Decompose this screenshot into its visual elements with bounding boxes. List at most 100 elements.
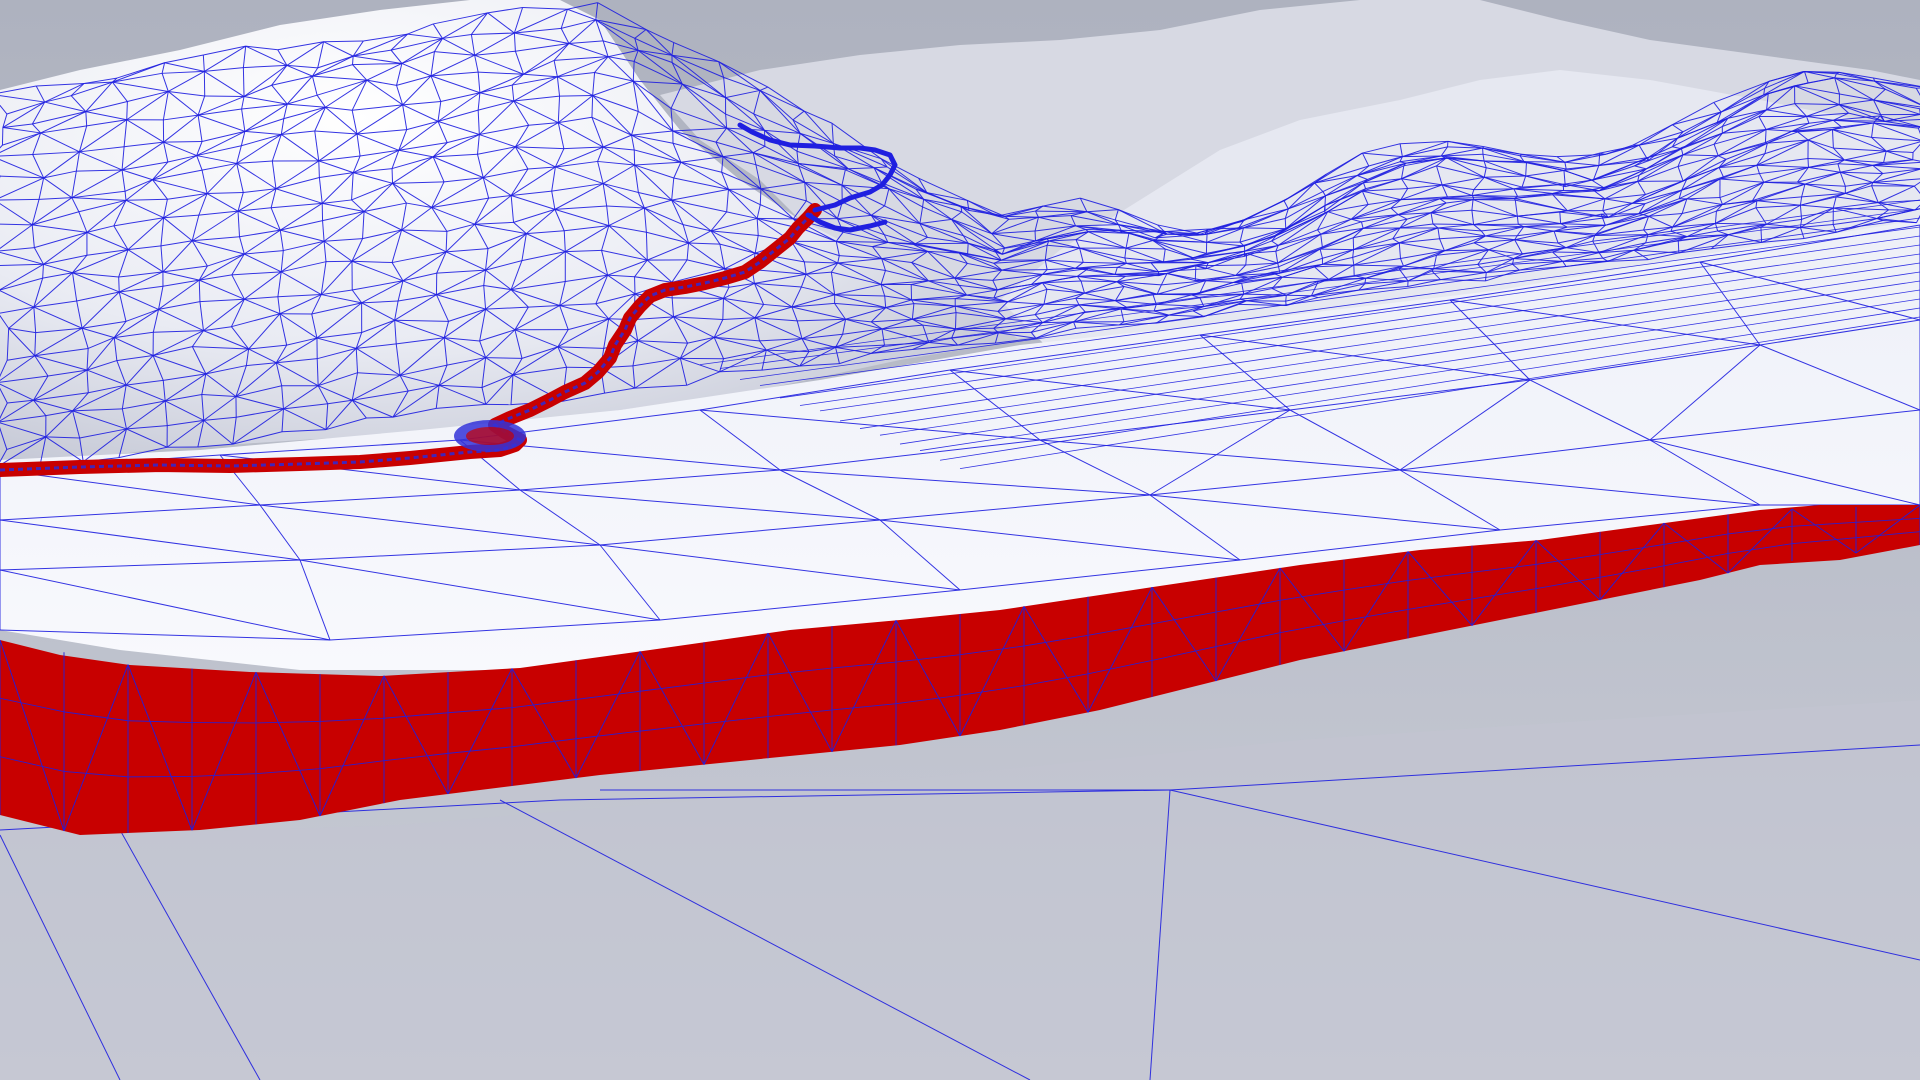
wireframe-edge	[397, 280, 404, 302]
wireframe-edge	[557, 76, 593, 96]
wireframe-edge	[116, 355, 154, 362]
wireframe-edge	[355, 332, 363, 349]
wireframe-edge	[575, 730, 641, 740]
wireframe-edge	[575, 690, 641, 700]
wireframe-edge	[927, 251, 956, 279]
wireframe-edge	[1126, 262, 1159, 273]
wireframe-edge	[1446, 157, 1487, 169]
wireframe-edge	[1115, 300, 1128, 309]
wireframe-edge	[767, 709, 833, 717]
wireframe-edge	[165, 394, 202, 402]
wireframe-edge	[719, 208, 1920, 369]
wireframe-edge	[232, 408, 284, 445]
wireframe-edge	[722, 298, 724, 320]
wireframe-edge	[994, 240, 1049, 251]
wireframe-edge	[631, 134, 682, 163]
wireframe-edge	[197, 115, 203, 142]
wireframe-edge	[152, 355, 207, 375]
wireframe-edge	[1401, 157, 1447, 180]
wireframe-edge	[646, 259, 673, 283]
wireframe-edge	[351, 110, 358, 135]
wireframe-edge	[1043, 289, 1048, 305]
wireframe-edge	[71, 81, 113, 97]
wireframe-edge	[152, 179, 168, 200]
wireframe-edge	[7, 355, 35, 361]
wireframe-edge	[1031, 321, 1074, 333]
wireframe-edge	[1078, 304, 1086, 313]
wireframe-edge	[1352, 228, 1364, 239]
wireframe-edge	[394, 294, 437, 321]
wireframe-edge	[1154, 305, 1204, 312]
wireframe-edge	[681, 83, 726, 115]
wireframe-edge	[722, 156, 757, 166]
wireframe-edge	[1151, 586, 1217, 682]
wireframe-edge	[283, 106, 326, 120]
wireframe-edge	[881, 328, 885, 346]
wireframe-edge	[1191, 258, 1209, 264]
wireframe-edge	[436, 294, 486, 310]
wireframe-edge	[719, 243, 756, 254]
wireframe-edge	[118, 271, 163, 278]
wireframe-edge	[954, 277, 998, 291]
wireframe-edge	[235, 365, 247, 397]
wireframe-edge	[0, 426, 8, 450]
wireframe-edge	[1672, 146, 1682, 150]
wireframe-edge	[659, 589, 961, 621]
wireframe-edge	[1441, 184, 1473, 196]
wireframe-edge	[164, 400, 204, 421]
wireframe-edge	[357, 372, 401, 376]
wireframe-edge	[36, 82, 85, 87]
wireframe-edge	[118, 428, 127, 458]
wireframe-edge	[396, 85, 404, 105]
wireframe-edge	[392, 384, 440, 418]
wireframe-edge	[522, 6, 568, 10]
wireframe-edge	[1038, 216, 1076, 227]
wireframe-edge	[280, 134, 320, 162]
wireframe-edge	[1165, 230, 1207, 243]
wireframe-edge	[1277, 262, 1280, 267]
wireframe-edge	[960, 205, 1005, 217]
wireframe-edge	[1001, 247, 1006, 255]
wireframe-edge	[557, 329, 569, 348]
wireframe-edge	[638, 192, 672, 201]
wireframe-edge	[723, 77, 727, 98]
wireframe-edge	[244, 296, 278, 300]
wireframe-edge	[1155, 314, 1170, 324]
wireframe-edge	[1432, 223, 1474, 226]
wireframe-edge	[442, 12, 488, 39]
wireframe-edge	[1834, 77, 1874, 101]
wireframe-edge	[396, 63, 403, 86]
wireframe-edge	[1087, 623, 1153, 636]
wireframe-edge	[597, 2, 647, 30]
wireframe-edge	[1079, 248, 1084, 263]
wireframe-edge	[565, 251, 608, 276]
channel-band-wireframe	[0, 504, 1920, 833]
wireframe-edge	[112, 72, 163, 83]
river-channel-mesh[interactable]	[0, 122, 898, 477]
wireframe-edge	[1563, 179, 1592, 185]
wireframe-edge	[1447, 140, 1483, 149]
wireframe-edge	[557, 95, 593, 124]
wireframe-edge	[1354, 265, 1404, 277]
wireframe-edge	[1205, 280, 1234, 283]
wireframe-edge	[1806, 104, 1840, 117]
wireframe-edge	[323, 241, 327, 262]
wireframe-edge	[192, 236, 240, 242]
wireframe-edge	[719, 349, 767, 373]
wireframe-edge	[764, 145, 799, 164]
wireframe-edge	[601, 250, 609, 276]
wireframe-edge	[927, 250, 968, 264]
wireframe-edge	[779, 469, 881, 521]
wireframe-edge	[1075, 239, 1127, 249]
wireframe-edge	[1521, 153, 1557, 158]
wireframe-edge	[958, 252, 968, 264]
wireframe-edge	[351, 229, 402, 262]
wireframe-edge	[1278, 248, 1321, 268]
wireframe-edge	[723, 297, 764, 305]
wireframe-edge	[43, 263, 73, 274]
wireframe-edge	[888, 188, 924, 200]
wireframe-edge	[671, 259, 688, 283]
wireframe-edge	[1402, 146, 1448, 158]
